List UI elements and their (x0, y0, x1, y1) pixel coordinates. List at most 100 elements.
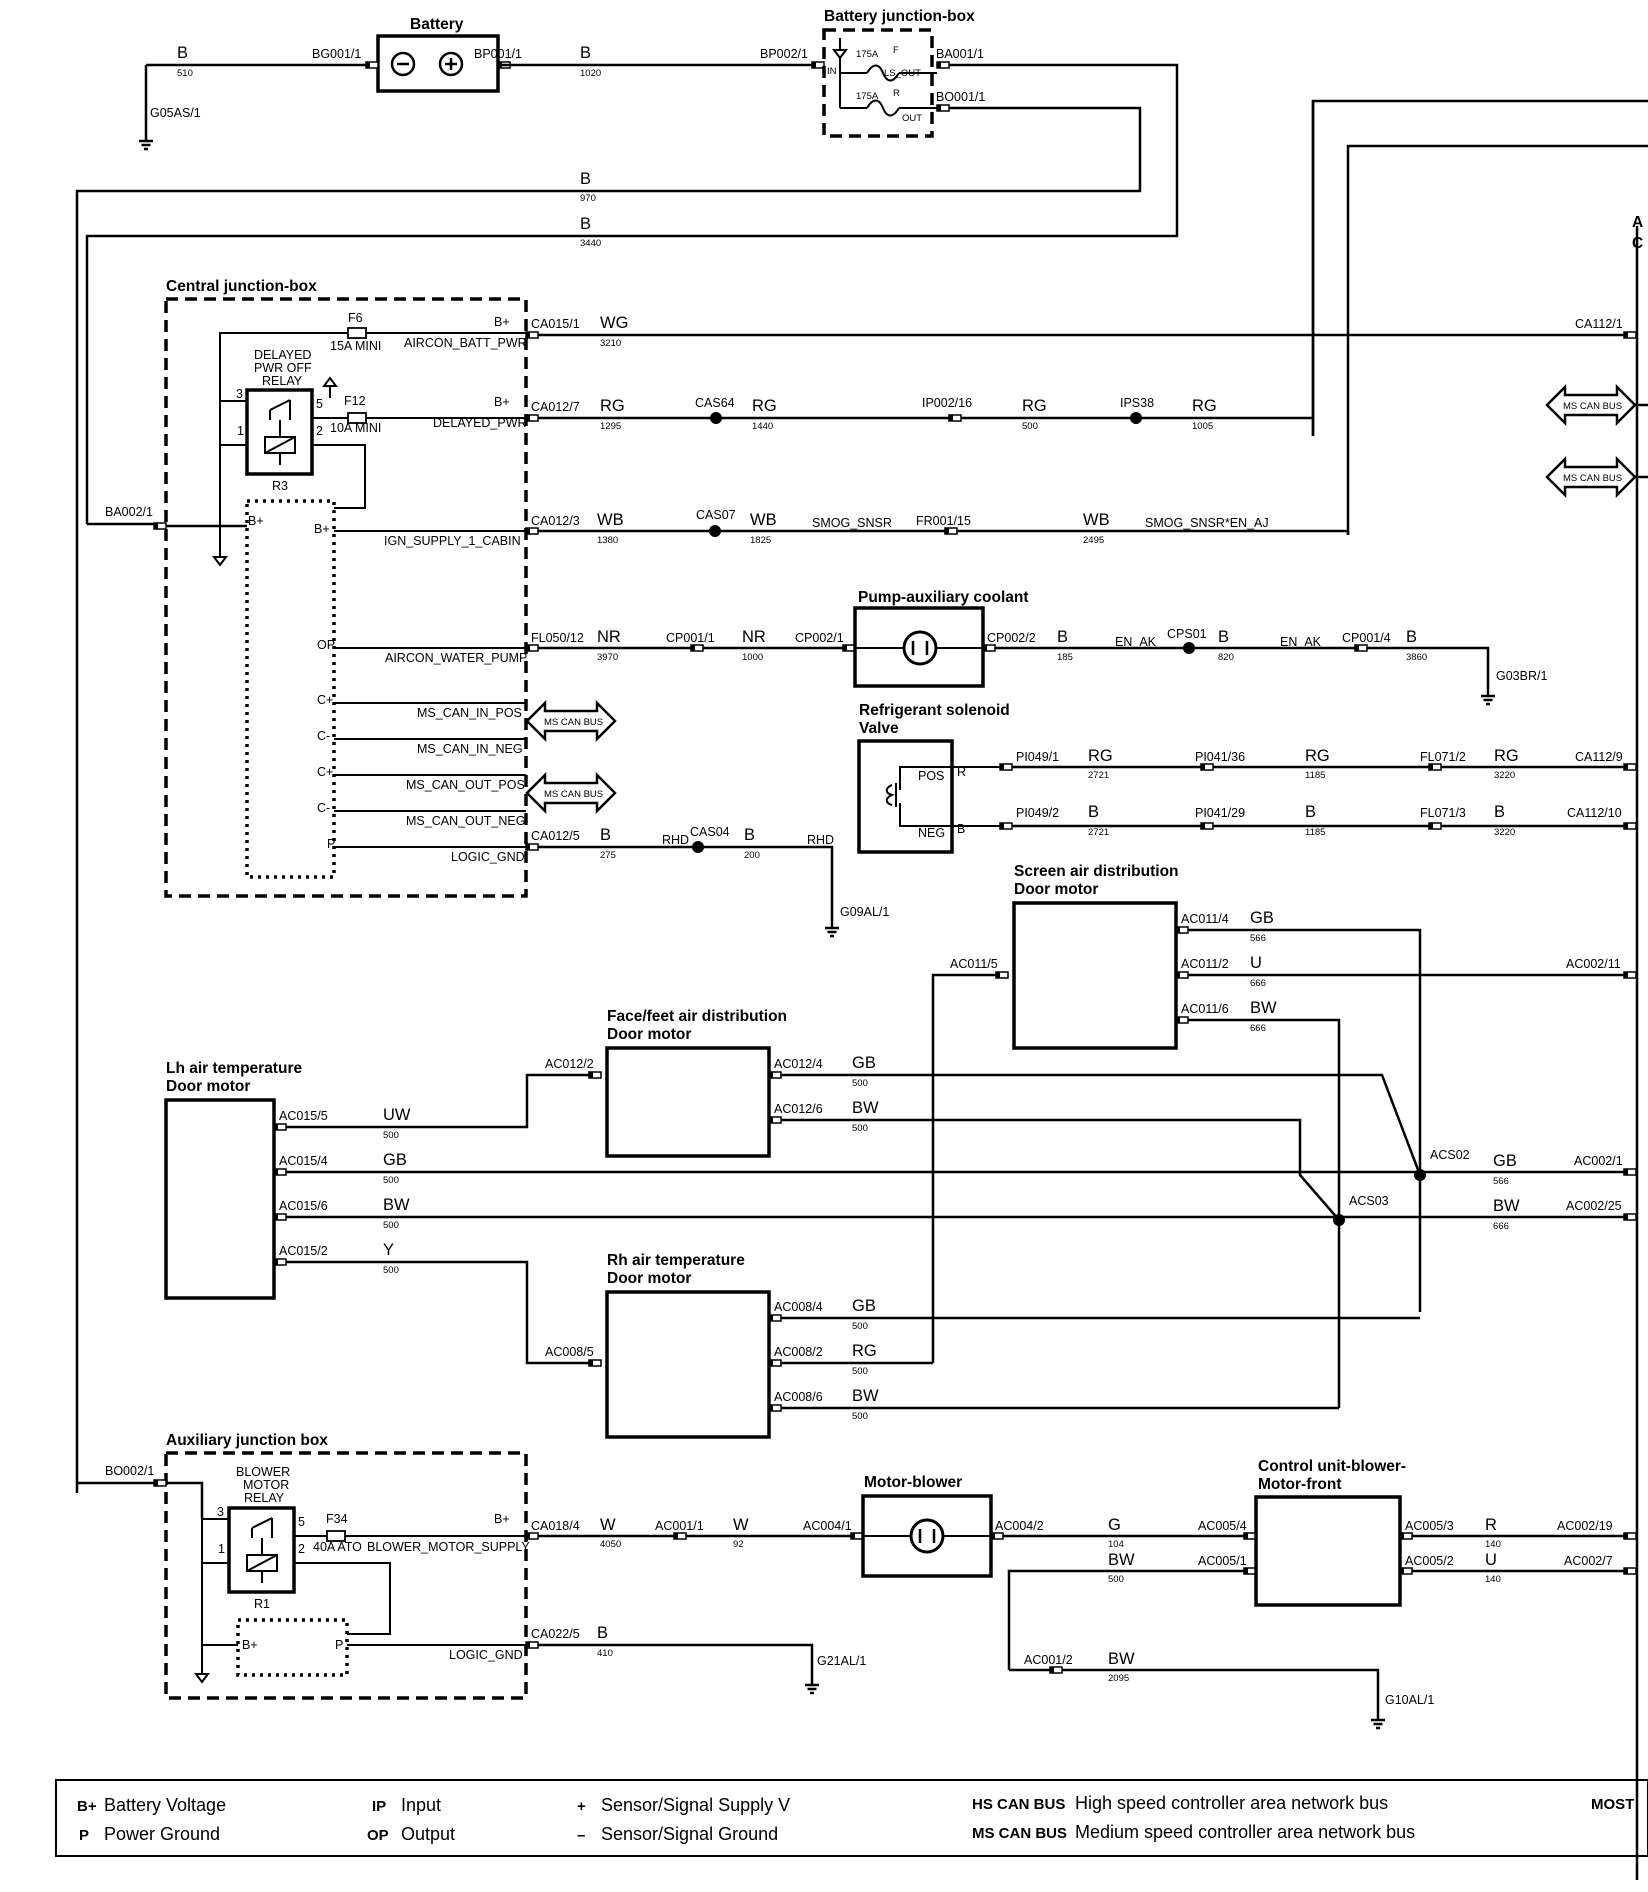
wire-number: 3220 (1494, 827, 1515, 838)
face-motor-title: Door motor (607, 1026, 691, 1043)
wire-number: 3220 (1494, 770, 1515, 781)
connector-label: CA112/9 (1575, 750, 1623, 764)
svg-text:MS CAN BUS: MS CAN BUS (1563, 473, 1622, 484)
pin-number: 5 (316, 397, 323, 411)
wire-number: 1295 (600, 421, 621, 432)
legend-text: Sensor/Signal Supply V (601, 1795, 790, 1815)
wire-color: BW (383, 1196, 410, 1214)
circuit-label: DELAYED_PWR (433, 416, 527, 430)
connector-label: BA001/1 (936, 47, 984, 61)
connector-label: BG001/1 (312, 47, 361, 61)
pin-label: B+ (242, 1638, 258, 1652)
rh-air-temperature-motor: Rh air temperature Door motor (605, 1252, 771, 1439)
wire-number: 500 (852, 1366, 868, 1377)
connector-label: PI041/29 (1195, 806, 1245, 820)
connector-label: AC011/2 (1181, 957, 1229, 971)
wire-color: B (1218, 628, 1229, 646)
wire-color: BW (852, 1099, 879, 1117)
ms-can-bus-tag: MS CAN BUS (525, 701, 617, 741)
circuit-label: LOGIC_GND (451, 850, 525, 864)
splice-label: ACS02 (1430, 1148, 1470, 1162)
connector-label: AC012/2 (545, 1057, 594, 1071)
fuse-id: F6 (348, 311, 363, 325)
pin-label: IN (827, 66, 837, 77)
wire-number: 185 (1057, 652, 1073, 663)
wire-color: B (744, 826, 755, 844)
legend-abbr: MOST (1591, 1796, 1634, 1813)
wire-number: 3440 (580, 238, 601, 249)
wire-number: 2721 (1088, 827, 1109, 838)
connector-label: CP002/1 (795, 631, 844, 645)
wire-number: 1185 (1305, 827, 1325, 838)
connector-label: BP001/1 (474, 47, 522, 61)
wire-color: RG (752, 397, 777, 415)
battery: Battery (376, 16, 500, 93)
legend-text: Sensor/Signal Ground (601, 1824, 778, 1844)
relay-label: MOTOR (243, 1478, 289, 1492)
connector-label: IP002/16 (922, 396, 972, 410)
wire-number: 500 (383, 1175, 399, 1186)
pin-label: NEG (918, 826, 945, 840)
wire-color: GB (852, 1054, 876, 1072)
pin-label: OP (317, 638, 335, 652)
pump-auxiliary-coolant: Pump-auxiliary coolant (853, 589, 1029, 688)
legend-abbr: – (577, 1827, 585, 1844)
wire-color: WB (597, 511, 624, 529)
pin-label: C- (317, 801, 330, 815)
connector-label: AC002/19 (1557, 1519, 1613, 1533)
blower-control-unit: Control unit-blower- Motor-front (1254, 1458, 1406, 1607)
connector-label: AC002/11 (1566, 957, 1621, 971)
pin-label: B+ (314, 522, 330, 536)
wire-color: UW (383, 1106, 411, 1124)
screen-motor-title: Screen air distribution (1014, 863, 1179, 880)
pin-number: 2 (316, 424, 323, 438)
connector-label: PI049/2 (1016, 806, 1059, 820)
wire-color: WB (750, 511, 777, 529)
wire-color: RG (1022, 397, 1047, 415)
wire-number: 4050 (600, 1539, 621, 1550)
rh-motor-title: Door motor (607, 1270, 691, 1287)
wire-color: RG (1192, 397, 1217, 415)
pin-number: 3 (217, 1505, 224, 1519)
wire-color: B (597, 1624, 608, 1642)
wire-number: 820 (1218, 652, 1234, 663)
ground-label: G09AL/1 (840, 905, 889, 919)
connector-label: AC005/2 (1405, 1554, 1454, 1568)
splice-label: CAS07 (696, 508, 736, 522)
wire-color: Y (383, 1241, 394, 1259)
wire-color: B (580, 215, 591, 233)
wire-number: 510 (177, 68, 193, 79)
connector-label: AC011/6 (1181, 1002, 1229, 1016)
wire-color: B (1494, 803, 1505, 821)
connector-label: CA012/5 (531, 829, 580, 843)
relay-id: R3 (272, 479, 288, 493)
wire-number: 2095 (1108, 1673, 1129, 1684)
central-junction-box: Central junction-box DELAYED PWR OFF REL… (164, 278, 528, 898)
wire-color: RG (1305, 747, 1330, 765)
fuse-rating: 15A MINI (330, 339, 381, 353)
connector-label: AC012/4 (774, 1057, 823, 1071)
refrig-title: Refrigerant solenoid (859, 702, 1010, 719)
blower-ctrl-title: Motor-front (1258, 1476, 1342, 1493)
face-motor-title: Face/feet air distribution (607, 1008, 787, 1025)
wire-number: 566 (1250, 933, 1266, 944)
wire-number: 275 (600, 850, 616, 861)
circuit-label: RHD (807, 833, 834, 847)
connector-label: AC005/4 (1198, 1519, 1247, 1533)
pin-number: 5 (298, 1515, 305, 1529)
connector-label: AC011/5 (950, 957, 998, 971)
connector-label: AC008/2 (774, 1345, 823, 1359)
screen-motor-title: Door motor (1014, 881, 1098, 898)
connector-label: CP002/2 (987, 631, 1036, 645)
battery-title: Battery (410, 16, 464, 33)
pin-label: B+ (494, 395, 510, 409)
wire-number: 92 (733, 1539, 744, 1550)
connector-label: CA012/7 (531, 400, 580, 414)
connector-label: CA112/1 (1575, 317, 1623, 331)
connector-label: BO002/1 (105, 1464, 154, 1478)
wire-color: U (1250, 954, 1262, 972)
wire-number: 1185 (1305, 770, 1325, 781)
wire-number: 666 (1493, 1221, 1509, 1232)
wire-color: GB (852, 1297, 876, 1315)
connector-label: AC011/4 (1181, 912, 1229, 926)
